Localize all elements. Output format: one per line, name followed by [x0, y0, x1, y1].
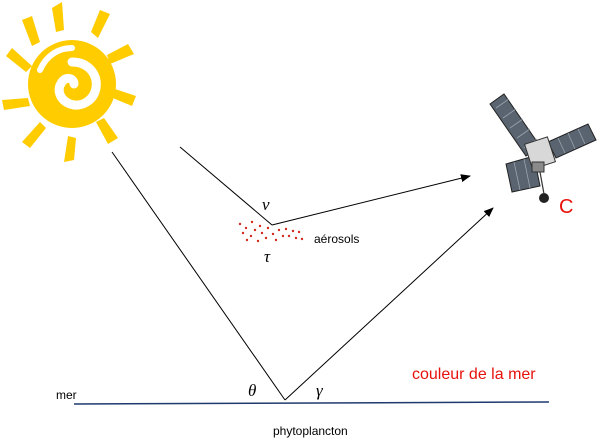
sea-to-satellite-ray — [284, 207, 494, 401]
sea-color-label: couleur de la mer — [412, 366, 536, 383]
theta-label: θ — [248, 381, 256, 400]
aerosol-to-satellite-ray — [271, 174, 471, 226]
sun-to-sea-ray — [111, 151, 286, 401]
solar-panel — [547, 123, 597, 159]
aerosol-dots — [238, 220, 304, 243]
satellite-letter-label: C — [559, 196, 573, 218]
gamma-label: γ — [316, 381, 324, 400]
phytoplankton-label: phytoplancton — [273, 424, 348, 438]
sea-label: mer — [56, 388, 77, 402]
sun-to-aerosol-ray — [179, 146, 273, 226]
satellite-icon — [489, 93, 597, 203]
sea-surface-line — [73, 401, 550, 405]
aerosols-label: aérosols — [314, 232, 359, 246]
nu-label: ν — [262, 195, 270, 214]
sun-icon — [2, 2, 136, 162]
tau-label: τ — [264, 247, 271, 266]
